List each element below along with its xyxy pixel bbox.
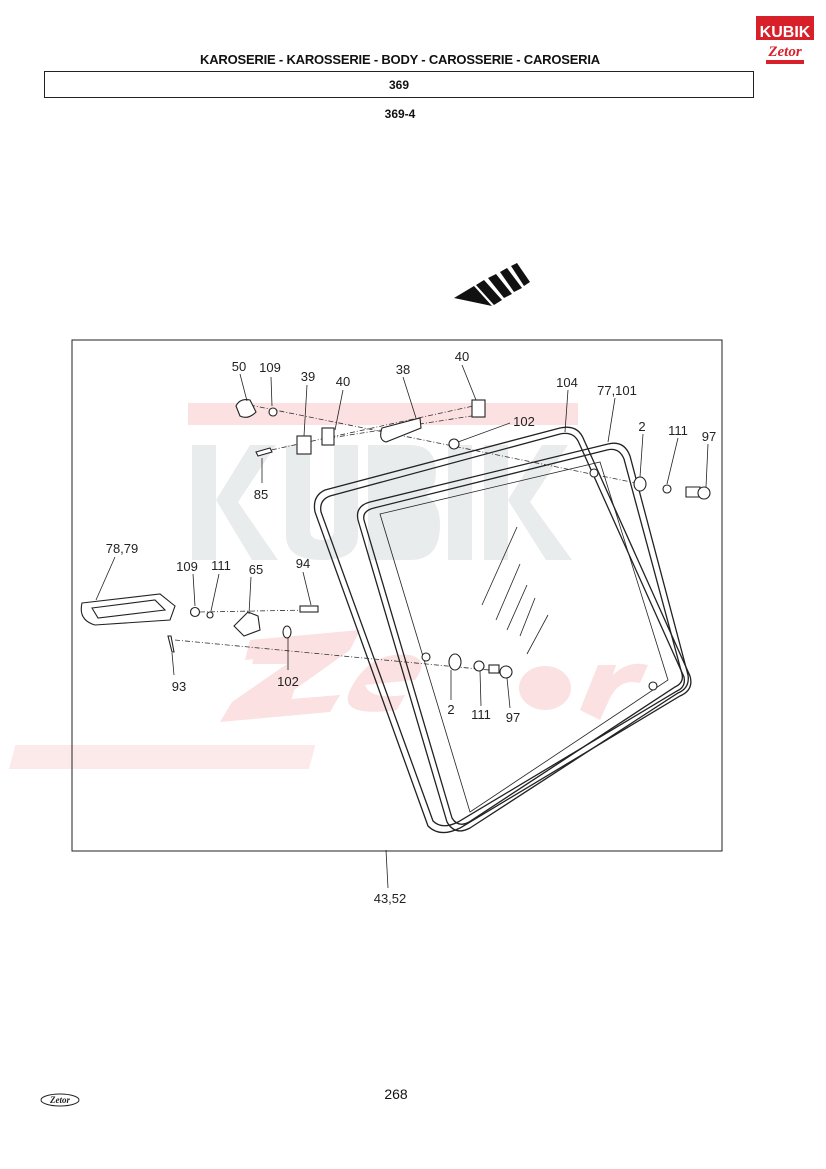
callout-65: 65 — [249, 562, 263, 577]
callout-102: 102 — [513, 414, 535, 429]
part-40b-plate — [471, 399, 486, 418]
group-number-box: 369 — [44, 71, 754, 98]
part-38-hinge — [380, 417, 422, 443]
direction-arrow-icon — [454, 263, 530, 306]
part-65-bracket — [233, 611, 261, 637]
watermark-zetor-shape — [8, 630, 648, 769]
callout-109: 109 — [176, 559, 198, 574]
callout-94: 94 — [296, 556, 310, 571]
callout-78-79: 78,79 — [106, 541, 139, 556]
callout-38: 38 — [396, 362, 410, 377]
callout-43-52: 43,52 — [374, 891, 407, 906]
callout-102: 102 — [277, 674, 299, 689]
watermark-kubik-shape — [192, 445, 572, 560]
callout-104: 104 — [556, 375, 578, 390]
subgroup-number: 369-4 — [384, 107, 416, 121]
callout-40: 40 — [455, 349, 469, 364]
diagram-frame — [71, 339, 723, 852]
part-40-plate — [321, 427, 335, 446]
callout-111: 111 — [211, 558, 231, 573]
part-102-washer — [448, 438, 460, 450]
hardware-parts — [80, 399, 711, 691]
callout-40: 40 — [336, 374, 350, 389]
svg-text:Zetor: Zetor — [767, 44, 801, 60]
callout-109: 109 — [259, 360, 281, 375]
part-39-plate — [296, 435, 312, 455]
callout-2: 2 — [447, 702, 454, 717]
callout-2: 2 — [638, 419, 645, 434]
callout-77-101: 77,101 — [597, 383, 637, 398]
callout-labels: 50 109 39 40 38 40 102 104 77,101 2 111 … — [106, 349, 717, 906]
page-title: KAROSERIE - KAROSSERIE - BODY - CAROSSER… — [200, 52, 600, 67]
zetor-footer-logo: Zetor — [40, 1093, 80, 1107]
callout-85: 85 — [254, 487, 268, 502]
part-109-nut — [268, 407, 278, 417]
callout-97: 97 — [506, 710, 520, 725]
callout-39: 39 — [301, 369, 315, 384]
rear-window-glass — [313, 426, 692, 834]
callout-93: 93 — [172, 679, 186, 694]
svg-text:KUBIK: KUBIK — [760, 24, 811, 41]
callout-50: 50 — [232, 359, 246, 374]
callout-111: 111 — [471, 707, 491, 722]
callout-97: 97 — [702, 429, 716, 444]
part-50-cap — [235, 399, 257, 418]
page-number: 268 — [384, 1086, 408, 1102]
kubik-zetor-logo: KUBIK Zetor — [756, 16, 814, 64]
svg-text:Zetor: Zetor — [49, 1095, 70, 1105]
callout-111: 111 — [668, 423, 688, 438]
part-2-bush — [633, 476, 647, 492]
